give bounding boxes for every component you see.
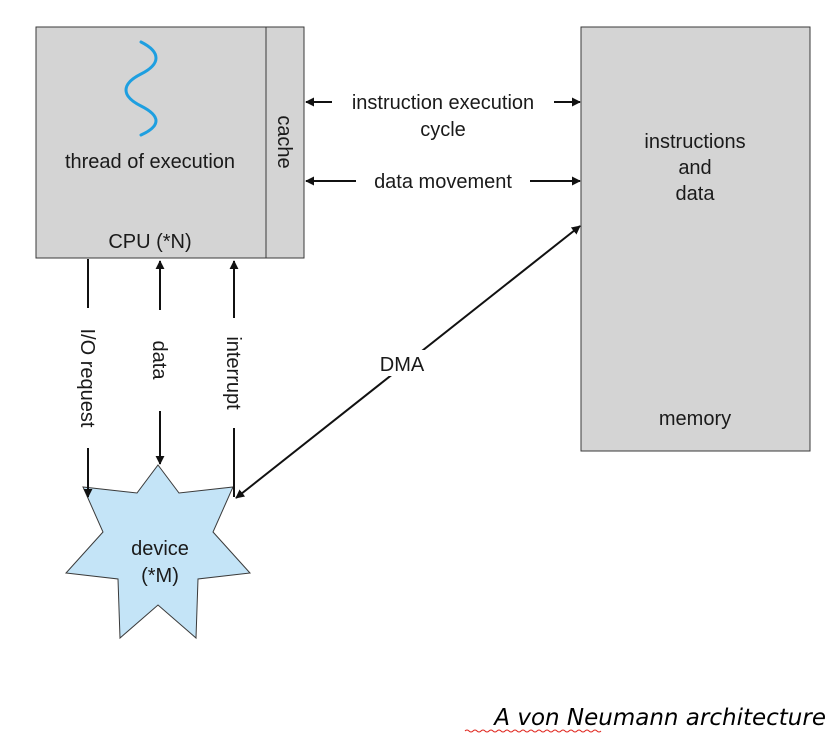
device-label-line2: (*M) bbox=[141, 565, 179, 587]
memory-label: memory bbox=[659, 408, 731, 430]
dma-label-bg bbox=[372, 350, 432, 376]
dma-label: DMA bbox=[380, 354, 425, 376]
instruction-cycle-label-line2: cycle bbox=[420, 119, 466, 141]
thread-label: thread of execution bbox=[65, 151, 235, 173]
interrupt-label: interrupt bbox=[222, 336, 244, 410]
cpu-box bbox=[35, 26, 305, 259]
caption: A von Neumann architecture bbox=[492, 705, 826, 731]
data-label: data bbox=[148, 341, 170, 381]
cpu-label: CPU (*N) bbox=[108, 231, 191, 253]
cache-label: cache bbox=[273, 115, 295, 168]
memory-contents-line3: data bbox=[676, 183, 716, 205]
memory-box bbox=[580, 26, 811, 452]
thread-wave-icon bbox=[124, 40, 158, 137]
instruction-cycle-label-line1: instruction execution bbox=[352, 92, 534, 114]
data-movement-label: data movement bbox=[374, 171, 512, 193]
device-label-line1: device bbox=[131, 538, 189, 560]
spellcheck-underline bbox=[464, 729, 602, 733]
io-request-label: I/O request bbox=[76, 329, 98, 428]
memory-contents-line2: and bbox=[678, 157, 711, 179]
device-star bbox=[64, 464, 252, 640]
memory-contents-line1: instructions bbox=[644, 131, 745, 153]
